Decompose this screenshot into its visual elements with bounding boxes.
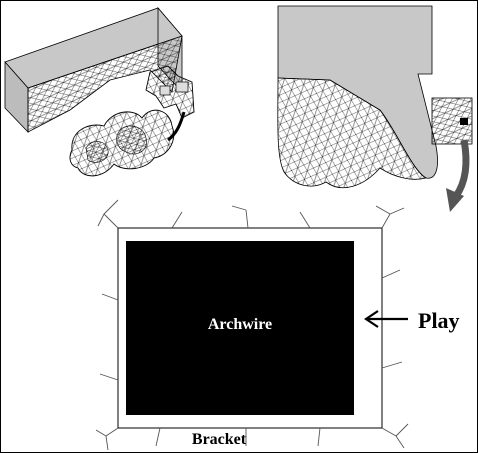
left-arrow-icon xyxy=(364,310,408,328)
play-label: Play xyxy=(418,308,460,333)
bracket-slot-diagram: Archwire Play Bracket xyxy=(95,199,460,451)
slot-marker xyxy=(460,118,468,125)
mesh-lines xyxy=(95,199,409,451)
tooth-cross-section-view xyxy=(277,5,473,189)
bracket-slot-outline xyxy=(117,227,383,429)
archwire-rect xyxy=(126,241,354,415)
tooth-bracket-3d-view xyxy=(4,6,195,177)
curved-down-arrow-icon xyxy=(446,139,470,212)
bracket-label: Bracket xyxy=(192,431,247,448)
archwire-label: Archwire xyxy=(208,316,272,333)
